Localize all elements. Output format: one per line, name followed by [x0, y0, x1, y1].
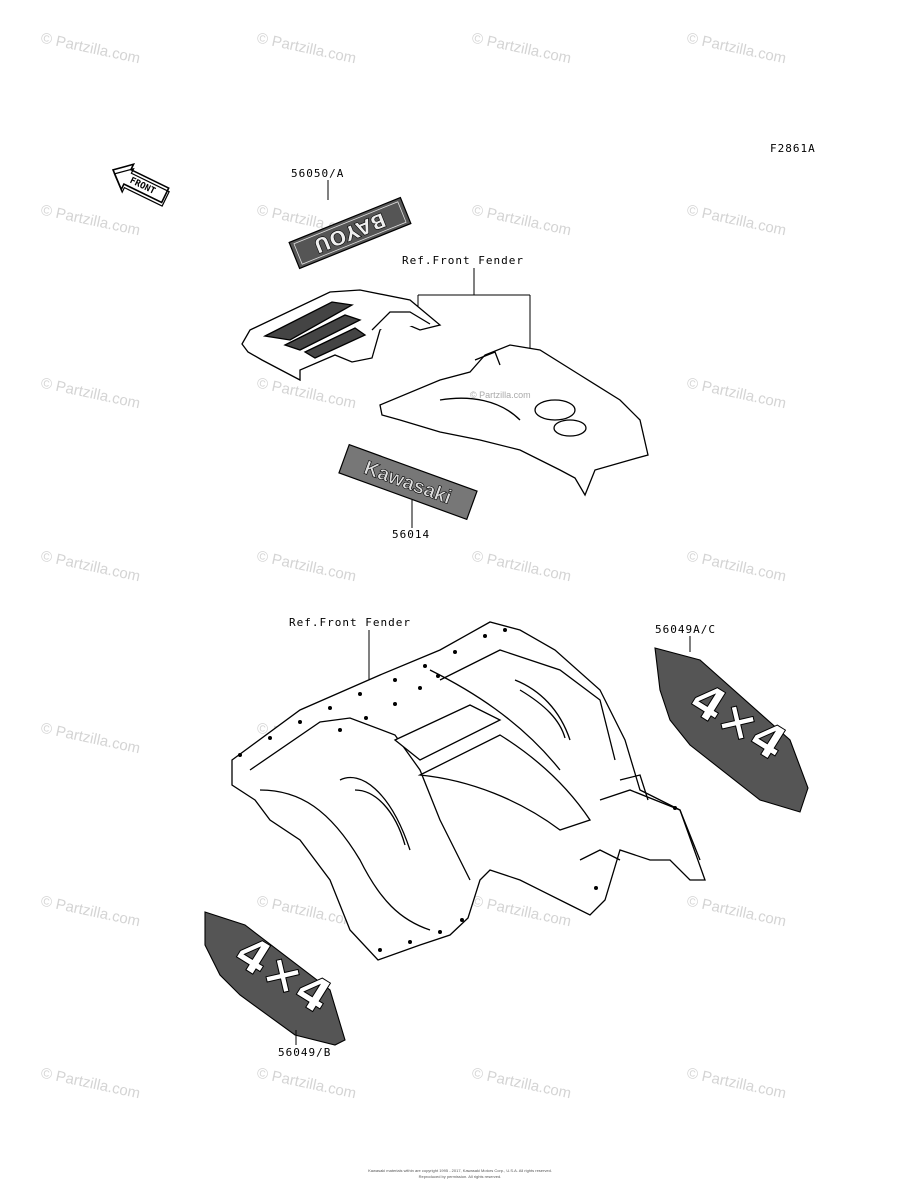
label-ref-front-fender-bottom: Ref.Front Fender	[289, 616, 411, 629]
bayou-decal: BAYOU	[288, 196, 412, 270]
bracket-leader	[417, 268, 531, 350]
rear-fender	[231, 621, 706, 961]
bayou-decal-text: BAYOU	[310, 208, 389, 259]
center-watermark: © Partzilla.com	[470, 390, 531, 400]
footer-line-2: Reproduced by permission. All rights res…	[418, 1174, 502, 1179]
figure-code: F2861A	[770, 142, 816, 155]
four-by-four-decal-left: 4×4	[204, 911, 346, 1046]
four-by-four-decal-right: 4×4	[654, 647, 809, 813]
label-56049b: 56049/B	[278, 1046, 331, 1059]
front-fender-body	[379, 344, 649, 497]
label-ref-front-fender-top: Ref.Front Fender	[402, 254, 524, 267]
label-56049ac: 56049A/C	[655, 623, 716, 636]
kawasaki-decal: Kawasaki	[338, 443, 478, 521]
front-fender-top	[241, 289, 442, 382]
front-arrow-icon: FRONT	[111, 163, 170, 207]
label-56014: 56014	[392, 528, 430, 541]
footer-line-1: Kawasaki materials within are copyright …	[368, 1168, 552, 1173]
copyright-footer: Kawasaki materials within are copyright …	[350, 1168, 570, 1180]
fender-bolt-holes	[238, 628, 677, 952]
label-56050a: 56050/A	[291, 167, 344, 180]
